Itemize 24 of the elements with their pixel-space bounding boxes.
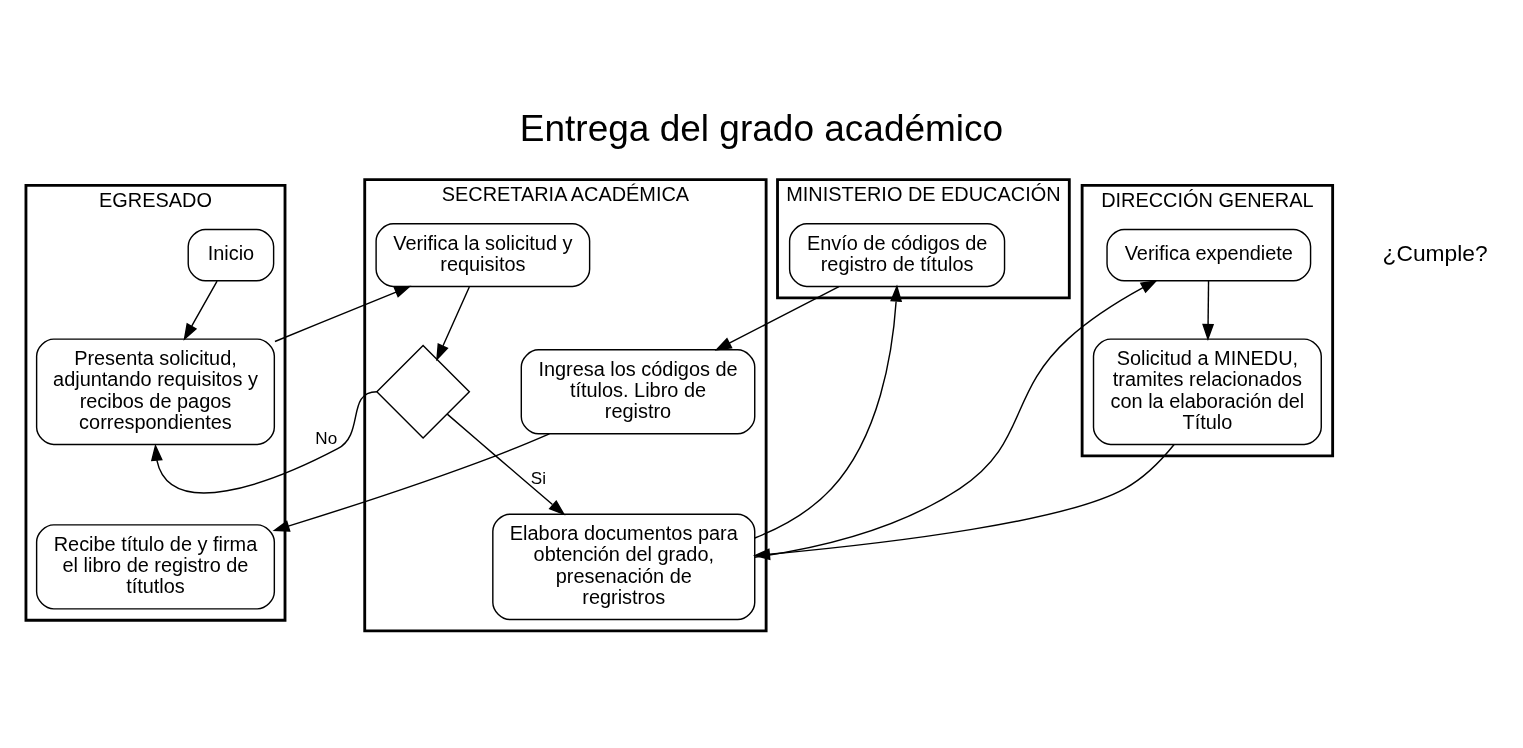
node-box: Verifica expendiete [1106,228,1312,282]
arrow [714,285,840,351]
arrow [183,280,218,341]
arrow [436,286,470,362]
node-box: Recibe título de y firma el libro de registro de títutlos [35,524,276,610]
diagram-title: Entrega del grado académico [519,107,1004,149]
node-box: Elabora documentos para obtención del grado, presenación de regristros [492,513,756,621]
node-box: Envío de códigos de registro de títulos [788,223,1006,288]
arrow [446,413,566,516]
arrow [1202,280,1215,341]
node-box: Verifica la solicitud y requisitos [375,223,591,288]
arrow [753,443,1175,561]
node-box: Inicio [187,228,275,282]
arrow [274,285,412,343]
arrow [272,433,551,532]
edge-label: Si [530,468,546,488]
node-box: Ingresa los códigos de títulos. Libro de registro [520,349,756,435]
arrow [754,279,1158,558]
arrow [150,391,378,494]
node-box: Presenta solicitud, adjuntando requisitos y recibos de pagos correspondientes [35,338,276,446]
node-box: Solicitud a MINEDU, tramites relacionados con la elaboración del Título [1092,338,1322,446]
arrow [754,284,903,539]
label: ¿Cumple? [1382,239,1488,266]
edge-label: No [315,428,338,448]
